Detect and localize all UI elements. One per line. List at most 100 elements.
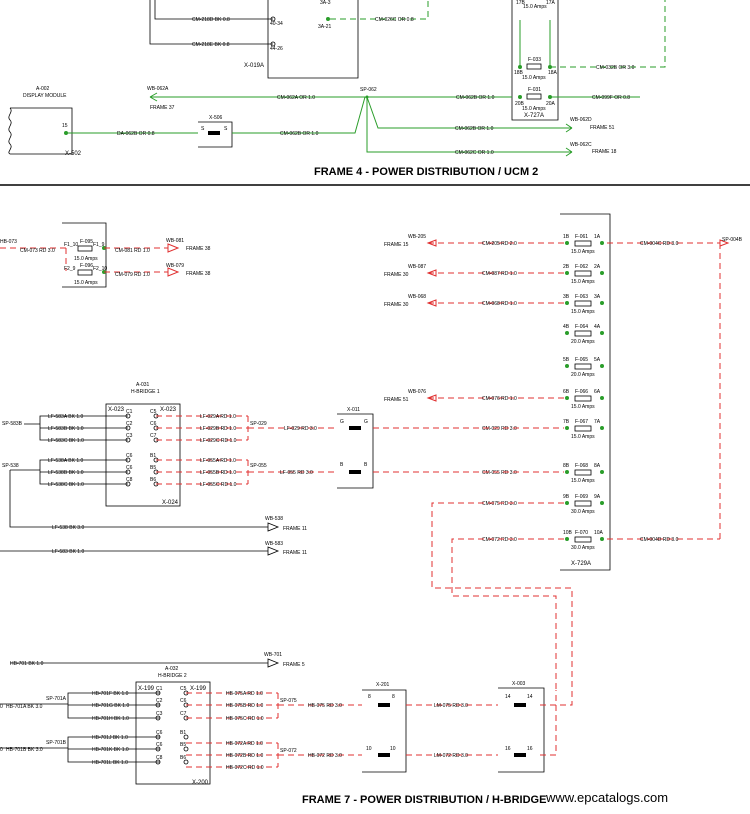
wire-lf538 — [10, 459, 128, 485]
arrow-icon — [167, 267, 180, 277]
wire-label: LF-538C BK 1.0 — [48, 482, 84, 488]
pin-terminal — [565, 364, 569, 368]
pin-label: 18A — [548, 70, 558, 76]
pin-label: C3 — [126, 433, 133, 439]
wire-label: HB-075B RD 1.0 — [226, 703, 263, 709]
fuse-symbol — [574, 469, 592, 476]
frame-ref: FRAME 18 — [592, 149, 617, 155]
pin-terminal — [600, 301, 604, 305]
fuse-id: F-063 — [575, 294, 588, 300]
wire-label: HB-072B RD 1.0 — [226, 753, 263, 759]
wire-label: CM-205 RD 2.0 — [482, 241, 517, 247]
wire-x727a-internal — [519, 20, 551, 67]
pin-label: 17B — [516, 0, 526, 6]
x019a-pin: 3A-3 — [320, 0, 331, 6]
wire-ref: WB-081 — [166, 238, 184, 244]
wire-ref: WB-068 — [408, 294, 426, 300]
pin-terminal — [565, 271, 569, 275]
wire-label: CM-062A OR 1.0 — [277, 95, 315, 101]
wire-cm075-route — [431, 502, 573, 688]
arrow-icon — [149, 92, 158, 102]
wire-cm062b — [366, 96, 572, 129]
wire-cm032b — [550, 0, 666, 68]
wire-label: HB-701J BK 1.0 — [92, 735, 128, 741]
fuse-rating: 15.0 Amps — [571, 434, 595, 440]
connector-x003 — [498, 687, 545, 773]
frame-7-section: HB-073 CM-073 RD 3.0 F-095 F1_10 F1_9 15… — [0, 213, 743, 806]
wire-hb072 — [186, 742, 279, 768]
wire-cm062c — [366, 97, 572, 153]
wire-lf055 — [156, 459, 249, 485]
x019a-pin: 40-34 — [270, 21, 283, 27]
connector-x011 — [337, 413, 374, 489]
connector-x201 — [362, 689, 407, 773]
wire-ref: HB-073 — [0, 239, 17, 245]
wire-label: CM-218D BK 0.8 — [192, 17, 230, 23]
pin-terminal — [600, 470, 604, 474]
watermark: www.epcatalogs.com — [545, 790, 668, 805]
frame-ref: FRAME 15 — [384, 242, 409, 248]
connector-contact — [514, 753, 526, 757]
wire-cm218d — [154, 0, 273, 20]
wire-label: HB-072C RD 1.0 — [226, 765, 264, 771]
frame-ref: FRAME 30 — [384, 272, 409, 278]
pin-terminal — [600, 537, 604, 541]
frame-ref: FRAME 51 — [384, 397, 409, 403]
frame-ref: FRAME 11 — [283, 550, 307, 556]
wire-label: LF-055C RD 1.0 — [200, 482, 237, 488]
wire-label: HB-701G BK 1.0 — [92, 703, 129, 709]
wire-label: HB-072A RD 1.0 — [226, 741, 263, 747]
pin-label: 10A — [594, 530, 604, 536]
pin-terminal — [565, 241, 569, 245]
pin-terminal — [600, 501, 604, 505]
connector-label: X-200 — [192, 780, 209, 786]
wire-label: CM-073 RD 3.0 — [20, 248, 55, 254]
pin-label: G — [340, 419, 344, 425]
fuse-id: F-062 — [575, 264, 588, 270]
pin-label: 20A — [546, 101, 556, 107]
pin-label: 8 — [392, 694, 395, 700]
module-ref: A-032 — [165, 666, 179, 672]
pin-label: 14 — [527, 694, 533, 700]
wire-label: CM-055 RD 3.0 — [482, 470, 517, 476]
fuse-symbol — [574, 500, 592, 507]
fuse-f096 — [77, 269, 93, 276]
pin-label: B — [364, 462, 368, 468]
pin-label: 5A — [594, 357, 601, 363]
pin-terminal — [600, 271, 604, 275]
wire-ref: WB-062A — [147, 86, 169, 92]
x019a-pin: 3A-21 — [318, 24, 332, 30]
module-name: DISPLAY MODULE — [23, 93, 67, 99]
wire-hb701-bot — [0, 736, 160, 763]
fuse-id: F-069 — [575, 494, 588, 500]
wire-label: CM-099F OR 0.8 — [592, 95, 630, 101]
fuse-id: F-068 — [575, 463, 588, 469]
fuse-id: F-061 — [575, 234, 588, 240]
wire-ref: WB-062C — [570, 142, 592, 148]
fuse-symbol — [574, 330, 592, 337]
fuse-rating: 15.0 Amps — [571, 249, 595, 255]
pin-terminal — [518, 95, 522, 99]
pin-label: B6 — [150, 477, 156, 483]
wire-label: LF-029 RD 3.0 — [284, 426, 317, 432]
fuse-rating: 15.0 Amps — [522, 75, 546, 81]
wire-lf583 — [24, 415, 128, 441]
wire-label: LF-583A BK 1.0 — [48, 414, 84, 420]
connector-label: X-003 — [512, 681, 526, 687]
splice-label: SP-538 — [2, 463, 19, 469]
pin-terminal — [565, 426, 569, 430]
pin-label: C6 — [126, 465, 133, 471]
pin-label: 5B — [563, 357, 570, 363]
fuse-symbol — [574, 240, 592, 247]
splice-label: SP-701A — [46, 696, 67, 702]
wire-label: CM-218E BK 0.8 — [192, 42, 230, 48]
fuse-rating: 15.0 Amps — [571, 404, 595, 410]
splice-label: SP-055 — [250, 463, 267, 469]
